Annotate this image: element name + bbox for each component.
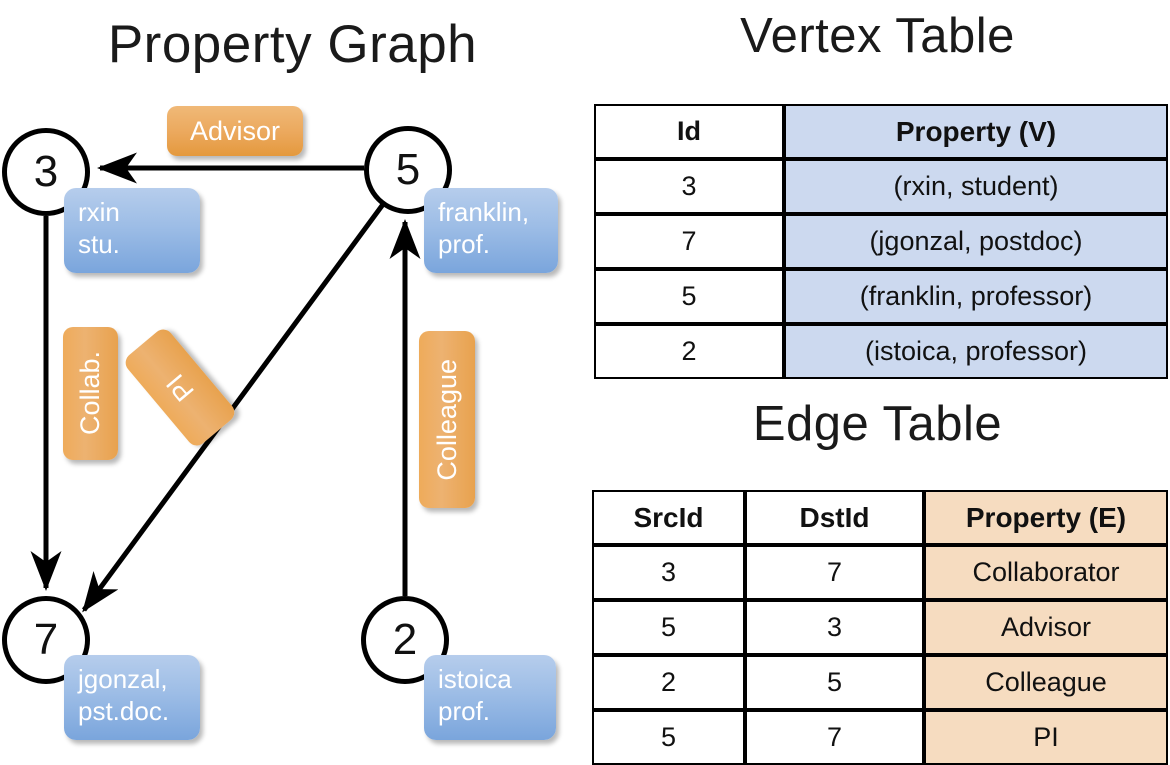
table-row[interactable]: 2 (istoica, professor) — [594, 324, 1168, 379]
vertex-property-line-2: pst.doc. — [78, 695, 170, 726]
edge-header-srcid: SrcId — [592, 490, 745, 545]
table-row[interactable]: 3 7 Collaborator — [592, 545, 1168, 600]
vertex-header-id: Id — [594, 104, 784, 159]
vertex-property-box-2: istoica prof. — [424, 655, 556, 740]
page-title-property-graph: Property Graph — [107, 15, 478, 74]
table-row[interactable]: 7 (jgonzal, postdoc) — [594, 214, 1168, 269]
vertex-property-line-1: rxin — [78, 197, 120, 227]
vertex-cell-property: (jgonzal, postdoc) — [784, 214, 1168, 269]
graph-node-5[interactable]: 5 — [364, 126, 452, 214]
edge-label-advisor: Advisor — [167, 106, 303, 156]
vertex-property-line-2: stu. — [78, 228, 120, 259]
table-row[interactable]: 5 (franklin, professor) — [594, 269, 1168, 324]
edge-cell-dstid: 7 — [745, 710, 924, 765]
edge-label-collab: Collab. — [63, 327, 118, 460]
edge-cell-property: Advisor — [924, 600, 1168, 655]
vertex-property-box-5: franklin, prof. — [424, 188, 558, 273]
table-row[interactable]: 2 5 Colleague — [592, 655, 1168, 710]
vertex-property-box-7: jgonzal, pst.doc. — [64, 655, 200, 740]
vertex-property-line-2: prof. — [438, 228, 491, 259]
vertex-cell-property: (istoica, professor) — [784, 324, 1168, 379]
table-row[interactable]: 5 3 Advisor — [592, 600, 1168, 655]
edge-label-text: Advisor — [189, 115, 281, 146]
vertex-cell-id: 2 — [594, 324, 784, 379]
table-header-row: SrcId DstId Property (E) — [592, 490, 1168, 545]
vertex-cell-id: 5 — [594, 269, 784, 324]
vertex-cell-id: 7 — [594, 214, 784, 269]
edge-cell-dstid: 3 — [745, 600, 924, 655]
vertex-table: Id Property (V) 3 (rxin, student) 7 (jgo… — [594, 104, 1168, 379]
graph-node-2[interactable]: 2 — [361, 596, 449, 684]
vertex-cell-id: 3 — [594, 159, 784, 214]
edge-label-colleague: Colleague — [419, 331, 475, 508]
vertex-property-line-1: istoica — [438, 664, 512, 694]
page-title-vertex-table: Vertex Table — [740, 9, 1015, 63]
edge-cell-property: Collaborator — [924, 545, 1168, 600]
edge-cell-srcid: 2 — [592, 655, 745, 710]
edge-5-to-7 — [81, 201, 387, 613]
edge-label-text: PI — [159, 368, 200, 408]
edge-header-dstid: DstId — [745, 490, 924, 545]
edge-label-text: Collab. — [75, 351, 105, 436]
edge-header-property: Property (E) — [924, 490, 1168, 545]
vertex-cell-property: (rxin, student) — [784, 159, 1168, 214]
table-row[interactable]: 3 (rxin, student) — [594, 159, 1168, 214]
edge-cell-srcid: 3 — [592, 545, 745, 600]
property-graph-diagram: 3 5 7 2 rxin stu. franklin, prof. jgonza… — [0, 0, 585, 760]
vertex-property-box-3: rxin stu. — [64, 188, 200, 273]
edge-cell-dstid: 7 — [745, 545, 924, 600]
edge-cell-dstid: 5 — [745, 655, 924, 710]
graph-edges-layer — [30, 152, 421, 613]
vertex-property-line-1: franklin, — [438, 197, 530, 227]
edge-cell-property: Colleague — [924, 655, 1168, 710]
edge-cell-srcid: 5 — [592, 710, 745, 765]
edge-cell-srcid: 5 — [592, 600, 745, 655]
edge-label-text: Colleague — [431, 358, 462, 481]
table-header-row: Id Property (V) — [594, 104, 1168, 159]
vertex-header-property: Property (V) — [784, 104, 1168, 159]
page-title-edge-table: Edge Table — [752, 397, 1003, 451]
vertex-property-line-2: prof. — [438, 695, 491, 726]
edge-cell-property: PI — [924, 710, 1168, 765]
vertex-property-line-1: jgonzal, — [78, 664, 168, 694]
table-row[interactable]: 5 7 PI — [592, 710, 1168, 765]
edge-table: SrcId DstId Property (E) 3 7 Collaborato… — [592, 490, 1168, 765]
vertex-cell-property: (franklin, professor) — [784, 269, 1168, 324]
